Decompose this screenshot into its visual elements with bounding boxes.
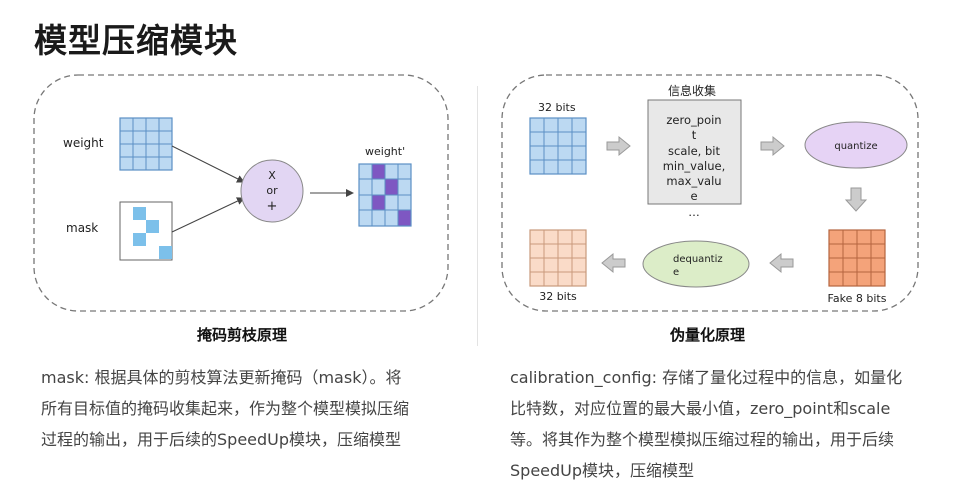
right-description: calibration_config: 存储了量化过程中的信息，如量化 比特数，… bbox=[510, 362, 950, 486]
quantize-label: quantize bbox=[834, 141, 877, 152]
output-32bit-matrix bbox=[529, 229, 587, 287]
dequantize-label-line2: e bbox=[673, 267, 679, 278]
left-description-line: 所有目标值的掩码收集起来，作为整个模型模拟压缩 bbox=[41, 399, 410, 418]
right-panel-caption: 伪量化原理 bbox=[670, 326, 746, 344]
arrow-to-quantize bbox=[760, 135, 785, 157]
mask-to-op-arrow bbox=[171, 197, 245, 233]
operator-or: or bbox=[266, 184, 278, 197]
arrow-to-info bbox=[606, 135, 631, 157]
info-collection-box bbox=[647, 99, 742, 205]
arrow-down-to-fake bbox=[844, 187, 868, 212]
info-collection-title: 信息收集 bbox=[668, 83, 716, 98]
page-title: 模型压缩模块 bbox=[34, 21, 238, 60]
operator-plus: + bbox=[267, 199, 278, 214]
right-description-line: 比特数，对应位置的最大最小值，zero_point和scale bbox=[510, 399, 891, 418]
mask-label: mask bbox=[66, 221, 98, 235]
right-panel-frame bbox=[501, 74, 919, 312]
right-description-line: SpeedUp模块，压缩模型 bbox=[510, 461, 695, 480]
weight-to-op-arrow bbox=[171, 145, 245, 183]
quantize-node: quantize bbox=[804, 121, 908, 169]
info-line: zero_poin bbox=[666, 113, 721, 127]
input-32bit-matrix bbox=[529, 117, 587, 175]
info-line: scale, bit bbox=[668, 144, 720, 158]
left-description-line: mask: 根据具体的剪枝算法更新掩码（mask）。将 bbox=[41, 368, 402, 387]
right-description-line: calibration_config: 存储了量化过程中的信息，如量化 bbox=[510, 368, 903, 387]
fake-8bit-matrix bbox=[828, 229, 886, 287]
info-line: max_valu bbox=[666, 174, 721, 188]
operator-x: X bbox=[268, 169, 276, 182]
info-line: … bbox=[688, 205, 700, 219]
fake-bits-label: Fake 8 bits bbox=[828, 292, 887, 305]
dequantize-node: dequantiz e bbox=[642, 240, 750, 288]
info-collection-lines: zero_poin t scale, bit min_value, max_va… bbox=[663, 113, 726, 219]
pruned-weight-matrix bbox=[358, 163, 412, 227]
info-line: e bbox=[690, 189, 697, 203]
input-bits-label: 32 bits bbox=[538, 101, 576, 114]
output-weight-label: weight' bbox=[365, 145, 405, 158]
left-description: mask: 根据具体的剪枝算法更新掩码（mask）。将 所有目标值的掩码收集起来… bbox=[41, 362, 461, 455]
mask-matrix bbox=[119, 201, 173, 261]
weight-matrix bbox=[119, 117, 173, 171]
operator-circle: X or + bbox=[240, 159, 304, 223]
left-panel-caption: 掩码剪枝原理 bbox=[197, 326, 288, 344]
output-bits-label: 32 bits bbox=[539, 290, 577, 303]
weight-label: weight bbox=[63, 136, 104, 150]
arrow-to-output bbox=[601, 252, 626, 274]
left-description-line: 过程的输出，用于后续的SpeedUp模块，压缩模型 bbox=[41, 430, 402, 449]
left-panel-frame bbox=[33, 74, 449, 312]
dequantize-label-line1: dequantiz bbox=[673, 254, 723, 265]
arrow-to-dequantize bbox=[769, 252, 794, 274]
right-description-line: 等。将其作为整个模型模拟压缩过程的输出，用于后续 bbox=[510, 430, 895, 449]
panel-divider bbox=[477, 86, 478, 346]
info-line: t bbox=[692, 128, 697, 142]
info-line: min_value, bbox=[663, 159, 726, 173]
